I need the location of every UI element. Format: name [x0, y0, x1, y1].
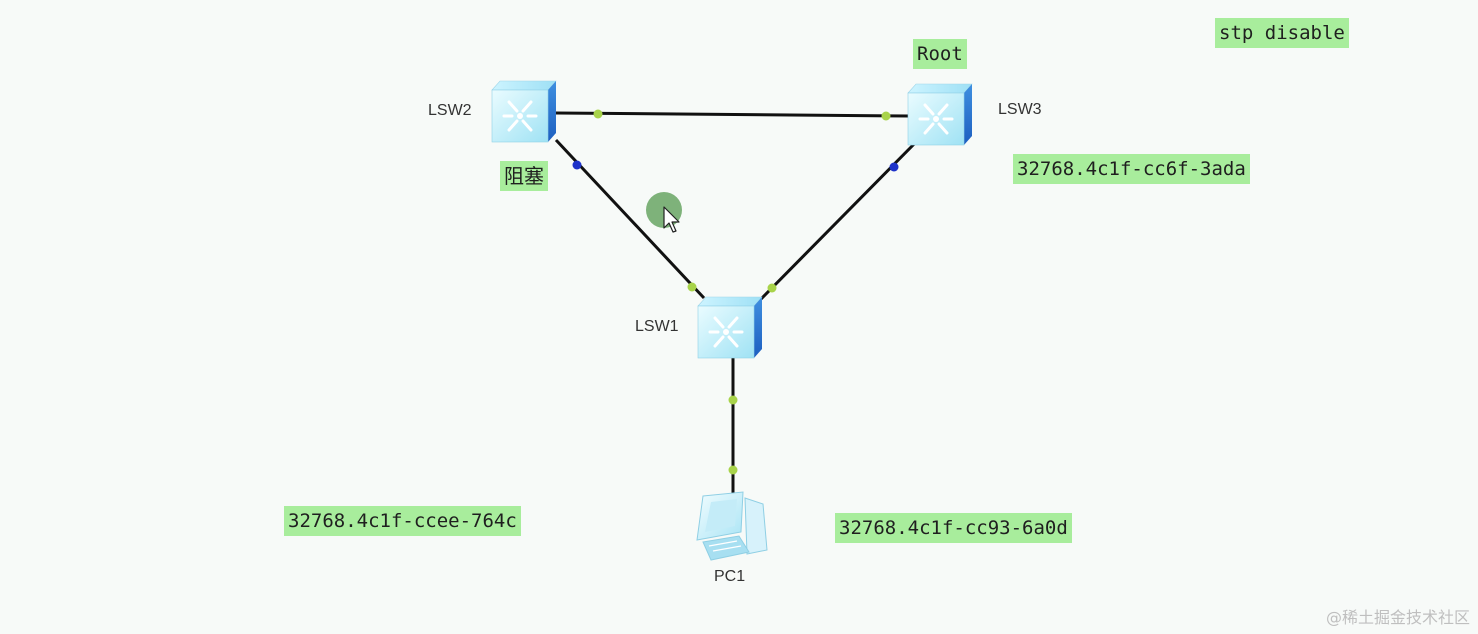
lsw2-label: LSW2 — [428, 102, 472, 119]
link-lsw2-lsw3 — [555, 111, 911, 118]
port-indicator-lsw3-to-lsw2 — [881, 111, 891, 121]
lsw3-bridge-id: 32768.4c1f-cc6f-3ada — [1013, 154, 1250, 184]
lsw3-label: LSW3 — [998, 101, 1042, 118]
pc1-icon[interactable] — [696, 491, 768, 561]
port-indicator-lsw1-to-lsw2 — [687, 282, 697, 292]
port-indicator-lsw1-to-lsw3 — [767, 283, 777, 293]
switch-lsw2-icon[interactable] — [490, 79, 558, 144]
port-indicator-lsw3-to-lsw1-blocked — [889, 162, 899, 172]
lsw1-bridge-id: 32768.4c1f-cc93-6a0d — [835, 513, 1072, 543]
switch-lsw1-icon[interactable] — [696, 295, 764, 360]
stp-disable-note: stp disable — [1215, 18, 1349, 48]
lsw1-label: LSW1 — [635, 318, 679, 335]
root-bridge-tag: Root — [913, 39, 967, 69]
port-indicator-pc1-to-lsw1 — [728, 465, 738, 475]
switch-lsw3-icon[interactable] — [906, 82, 974, 147]
port-indicator-lsw1-to-pc1 — [728, 395, 738, 405]
mouse-cursor-icon — [663, 206, 680, 233]
link-lsw3-lsw1 — [758, 134, 924, 302]
blocked-port-tag: 阻塞 — [500, 161, 548, 191]
watermark: @稀土掘金技术社区 — [1325, 608, 1470, 627]
port-indicator-lsw2-to-lsw3 — [593, 109, 603, 119]
pc1-label: PC1 — [714, 568, 746, 585]
port-indicator-lsw2-to-lsw1-blocked — [572, 160, 582, 170]
lsw2-bridge-id: 32768.4c1f-ccee-764c — [284, 506, 521, 536]
